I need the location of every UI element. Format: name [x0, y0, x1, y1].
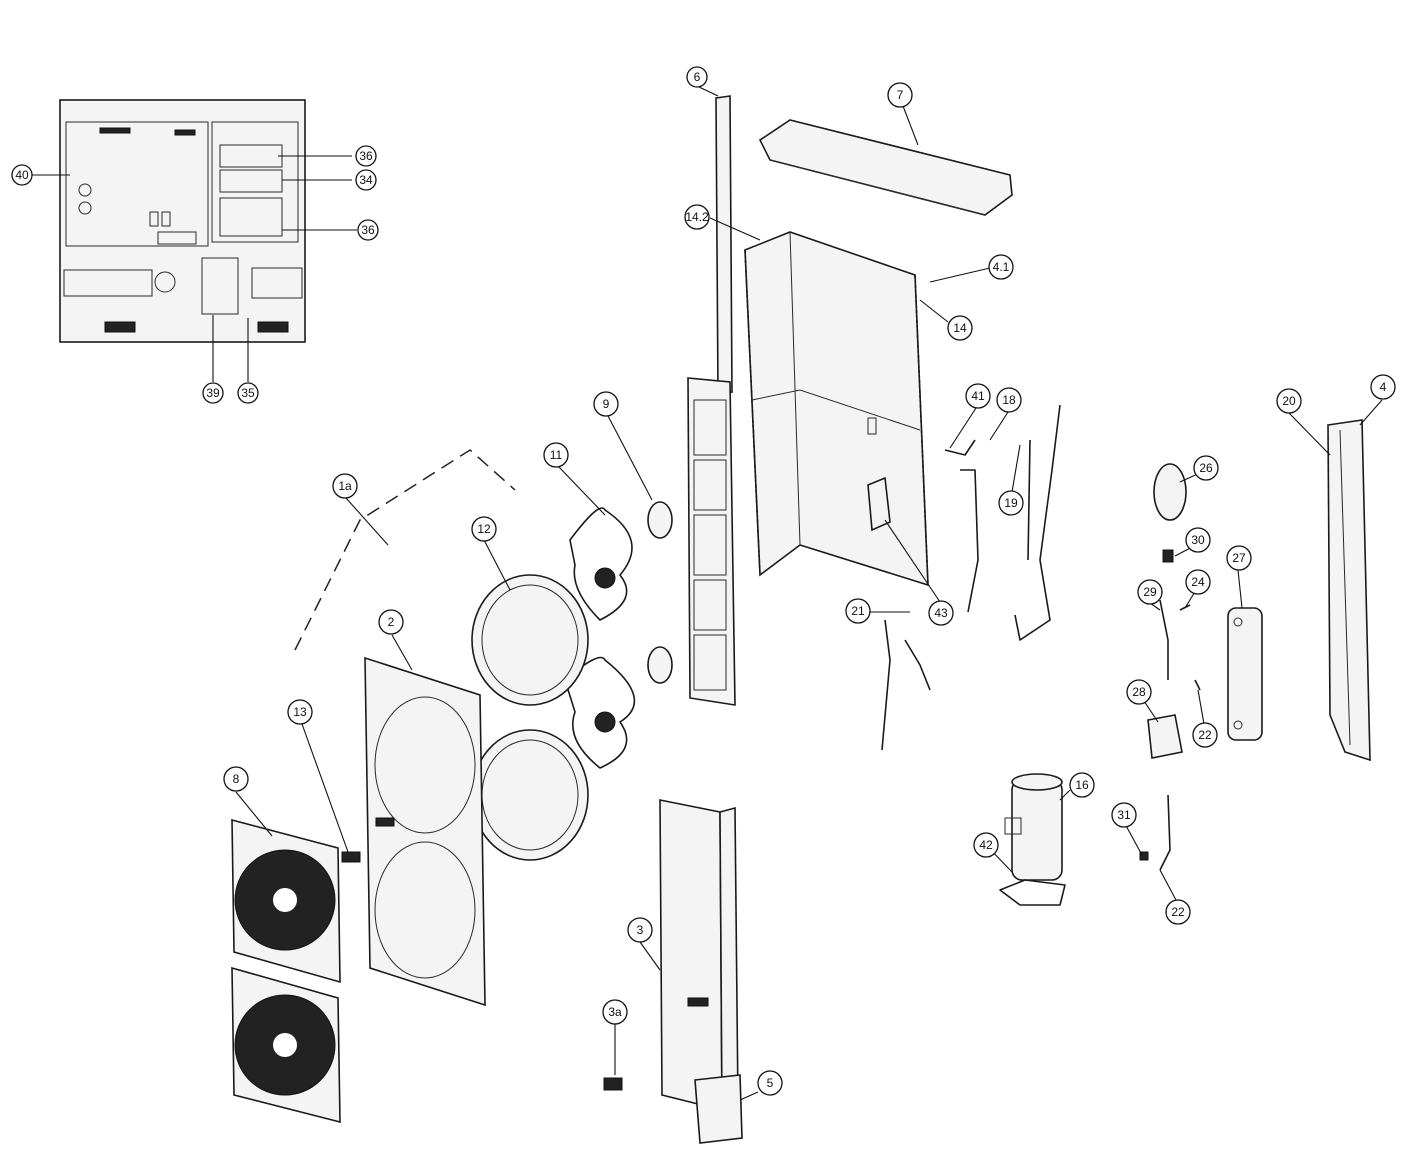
callout-30: 30	[1185, 527, 1211, 553]
callout-14: 14	[947, 315, 973, 341]
top-panel	[758, 119, 1013, 216]
callout-27: 27	[1226, 545, 1252, 571]
svg-text:4: 4	[1380, 380, 1387, 394]
callout-36-bottom: 36	[357, 219, 379, 241]
callout-31: 31	[1111, 802, 1137, 828]
terminal-strip	[63, 231, 303, 315]
svg-text:18: 18	[1002, 393, 1016, 407]
callout-43: 43	[928, 600, 954, 626]
svg-text:19: 19	[1004, 496, 1018, 510]
callout-22-upper: 22	[1192, 722, 1218, 748]
svg-text:39: 39	[206, 386, 220, 400]
svg-text:36: 36	[361, 223, 375, 237]
front-service-panel	[603, 799, 743, 1144]
fan-assembly	[564, 501, 673, 769]
callout-5: 5	[757, 1070, 783, 1096]
callout-39: 39	[202, 382, 224, 404]
callout-26: 26	[1193, 455, 1219, 481]
callout-21: 21	[845, 598, 871, 624]
callout-16: 16	[1069, 772, 1095, 798]
callout-24: 24	[1185, 569, 1211, 595]
svg-text:43: 43	[934, 606, 948, 620]
discharge-pipe	[1139, 794, 1171, 871]
callout-14-2: 14.2	[684, 204, 710, 230]
callout-1a: 1a	[332, 473, 358, 499]
callout-41: 41	[965, 383, 991, 409]
svg-text:16: 16	[1075, 778, 1089, 792]
callout-29: 29	[1137, 579, 1163, 605]
svg-text:12: 12	[477, 522, 491, 536]
svg-text:30: 30	[1191, 533, 1205, 547]
callout-4: 4	[1370, 374, 1396, 400]
fan-bracket	[687, 377, 736, 706]
callout-19: 19	[998, 490, 1024, 516]
svg-text:14: 14	[953, 321, 967, 335]
svg-text:7: 7	[897, 88, 904, 102]
svg-text:35: 35	[241, 386, 255, 400]
fan-grilles	[231, 818, 361, 1124]
svg-text:40: 40	[15, 168, 29, 182]
callout-9: 9	[593, 391, 619, 417]
callout-2: 2	[378, 609, 404, 635]
hydraulic-module	[1147, 463, 1263, 759]
svg-text:31: 31	[1117, 808, 1131, 822]
svg-text:4.1: 4.1	[993, 260, 1010, 274]
svg-text:36: 36	[359, 149, 373, 163]
callout-28: 28	[1126, 679, 1152, 705]
side-panel	[1327, 419, 1371, 762]
callout-4-1: 4.1	[988, 254, 1014, 280]
svg-text:29: 29	[1143, 585, 1157, 599]
front-panel	[364, 656, 486, 1007]
svg-text:14.2: 14.2	[685, 210, 709, 224]
callout-40: 40	[11, 164, 33, 186]
svg-text:21: 21	[851, 604, 865, 618]
callout-22-lower: 22	[1165, 899, 1191, 925]
compressor	[999, 773, 1066, 906]
callout-34: 34	[355, 169, 377, 191]
svg-text:22: 22	[1198, 728, 1212, 742]
callout-8: 8	[223, 766, 249, 792]
callout-20: 20	[1276, 388, 1302, 414]
svg-text:8: 8	[233, 772, 240, 786]
svg-text:13: 13	[293, 705, 307, 719]
heat-exchanger-coil	[744, 231, 929, 587]
svg-text:3: 3	[637, 923, 644, 937]
svg-text:42: 42	[979, 838, 993, 852]
callouts: 40 36 34 36 39 35 6 7 14.2 4.1 14 41 18 …	[11, 66, 1396, 1101]
inverter-board	[867, 417, 891, 532]
callout-3a: 3a	[602, 999, 628, 1025]
svg-text:26: 26	[1199, 461, 1213, 475]
svg-text:24: 24	[1191, 575, 1205, 589]
callout-12: 12	[471, 516, 497, 542]
svg-text:5: 5	[767, 1076, 774, 1090]
callout-6: 6	[686, 66, 708, 88]
callout-36-top: 36	[355, 145, 377, 167]
callout-13: 13	[287, 699, 313, 725]
callout-7: 7	[887, 82, 913, 108]
svg-text:34: 34	[359, 173, 373, 187]
fan-shrouds	[471, 574, 589, 861]
svg-text:41: 41	[971, 389, 985, 403]
svg-text:28: 28	[1132, 685, 1146, 699]
svg-text:27: 27	[1232, 551, 1246, 565]
svg-text:6: 6	[694, 70, 701, 84]
callout-18: 18	[996, 387, 1022, 413]
svg-text:22: 22	[1171, 905, 1185, 919]
callout-11: 11	[543, 442, 569, 468]
svg-text:2: 2	[388, 615, 395, 629]
svg-text:20: 20	[1282, 394, 1296, 408]
control-box	[59, 99, 306, 343]
callout-3: 3	[627, 917, 653, 943]
corner-post	[715, 95, 733, 395]
svg-text:3a: 3a	[608, 1005, 622, 1019]
refrigerant-piping	[881, 404, 1061, 751]
svg-text:11: 11	[550, 448, 563, 462]
callout-42: 42	[973, 832, 999, 858]
svg-text:1a: 1a	[338, 479, 352, 493]
svg-text:9: 9	[603, 397, 610, 411]
callout-35: 35	[237, 382, 259, 404]
front-assembly-outline	[294, 449, 516, 651]
